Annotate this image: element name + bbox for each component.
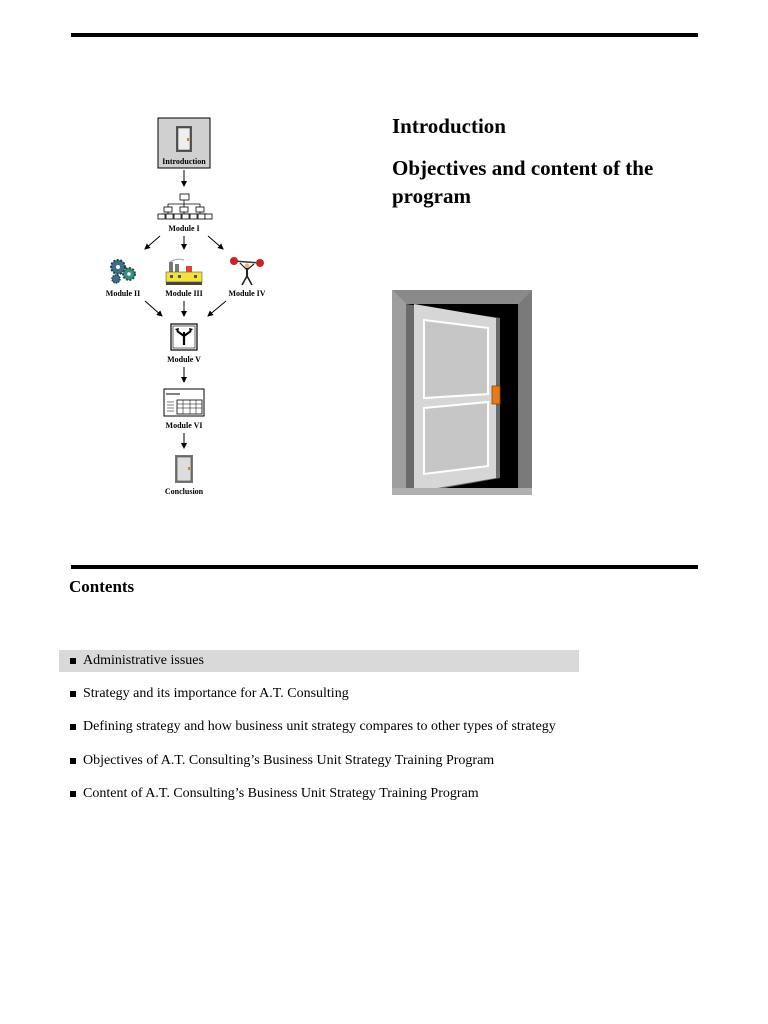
weightlifter-icon [230,257,264,285]
flow-node-module3[interactable]: Module III [165,259,203,298]
door-icon [175,455,193,483]
spreadsheet-icon [164,389,204,416]
bullet-icon [70,691,76,697]
program-flow-diagram: Introduction Module I [0,0,380,520]
toc-item-objectives[interactable]: Objectives of A.T. Consulting’s Business… [59,750,579,772]
flow-label-module3: Module III [165,289,203,298]
flow-node-module5[interactable]: Module V [167,324,201,364]
objectives-heading: Objectives and content of the program [392,154,712,210]
org-chart-icon [158,194,212,219]
toc-item-label: Content of A.T. Consulting’s Business Un… [83,783,479,805]
flow-node-module6[interactable]: Module VI [164,389,204,430]
door-icon [176,126,192,152]
flow-node-module1[interactable]: Module I [158,194,212,233]
toc-item-content[interactable]: Content of A.T. Consulting’s Business Un… [59,783,579,805]
flow-label-module2: Module II [106,289,140,298]
flow-node-introduction[interactable]: Introduction [158,118,210,168]
bullet-icon [70,724,76,730]
flow-node-conclusion[interactable]: Conclusion [165,455,204,496]
toc-item-strategy-importance[interactable]: Strategy and its importance for A.T. Con… [59,683,579,705]
flow-node-module2[interactable]: Module II [106,260,140,298]
section-rule [71,565,698,569]
toc-item-label: Strategy and its importance for A.T. Con… [83,683,349,705]
factory-icon [166,259,202,285]
toc-item-label: Administrative issues [83,650,204,672]
flow-label-conclusion: Conclusion [165,487,204,496]
bullet-icon [70,658,76,664]
toc-item-label: Objectives of A.T. Consulting’s Business… [83,750,494,772]
door-knob-icon [492,386,500,404]
open-door-illustration [392,290,532,495]
contents-title: Contents [69,577,134,597]
crossroads-sign-icon [171,324,197,350]
flow-label-introduction: Introduction [162,157,206,166]
introduction-heading: Introduction [392,112,712,140]
bullet-icon [70,791,76,797]
toc-item-label: Defining strategy and how business unit … [83,716,556,738]
flow-label-module6: Module VI [166,421,203,430]
bullet-icon [70,758,76,764]
flow-label-module4: Module IV [228,289,265,298]
gears-icon [111,260,135,283]
flow-label-module1: Module I [168,224,199,233]
flow-label-module5: Module V [167,355,201,364]
flow-node-module4[interactable]: Module IV [228,257,265,298]
toc-item-administrative-issues[interactable]: Administrative issues [59,650,579,672]
toc-item-defining-strategy[interactable]: Defining strategy and how business unit … [59,716,579,738]
